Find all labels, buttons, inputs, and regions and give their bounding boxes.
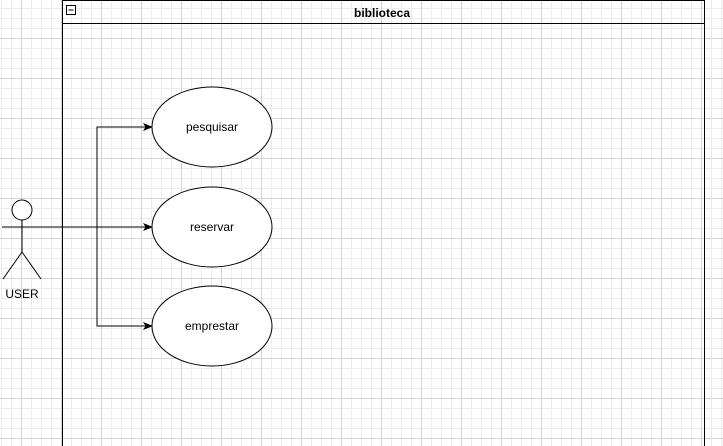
actor-leg-left bbox=[2, 251, 23, 280]
use-case-reservar[interactable]: reservar bbox=[151, 186, 273, 268]
system-boundary-box bbox=[62, 0, 705, 446]
actor-label: USER bbox=[5, 287, 39, 301]
use-case-label: pesquisar bbox=[186, 120, 238, 134]
association-pesquisar[interactable] bbox=[42, 123, 153, 228]
collapse-icon[interactable] bbox=[66, 5, 76, 15]
use-case-ellipse bbox=[151, 186, 273, 268]
actor-leg-right bbox=[21, 251, 42, 280]
actor-user[interactable]: USER bbox=[2, 199, 42, 301]
use-case-ellipse bbox=[151, 285, 273, 367]
use-case-pesquisar[interactable]: pesquisar bbox=[151, 86, 273, 168]
use-case-label: emprestar bbox=[185, 319, 239, 333]
associations bbox=[42, 123, 153, 330]
system-title: biblioteca bbox=[354, 6, 410, 20]
association-emprestar[interactable] bbox=[42, 226, 153, 330]
use-case-ellipse bbox=[151, 86, 273, 168]
system-boundary[interactable]: biblioteca bbox=[62, 0, 705, 446]
actor-head bbox=[11, 199, 33, 221]
use-case-emprestar[interactable]: emprestar bbox=[151, 285, 273, 367]
use-case-label: reservar bbox=[190, 220, 234, 234]
